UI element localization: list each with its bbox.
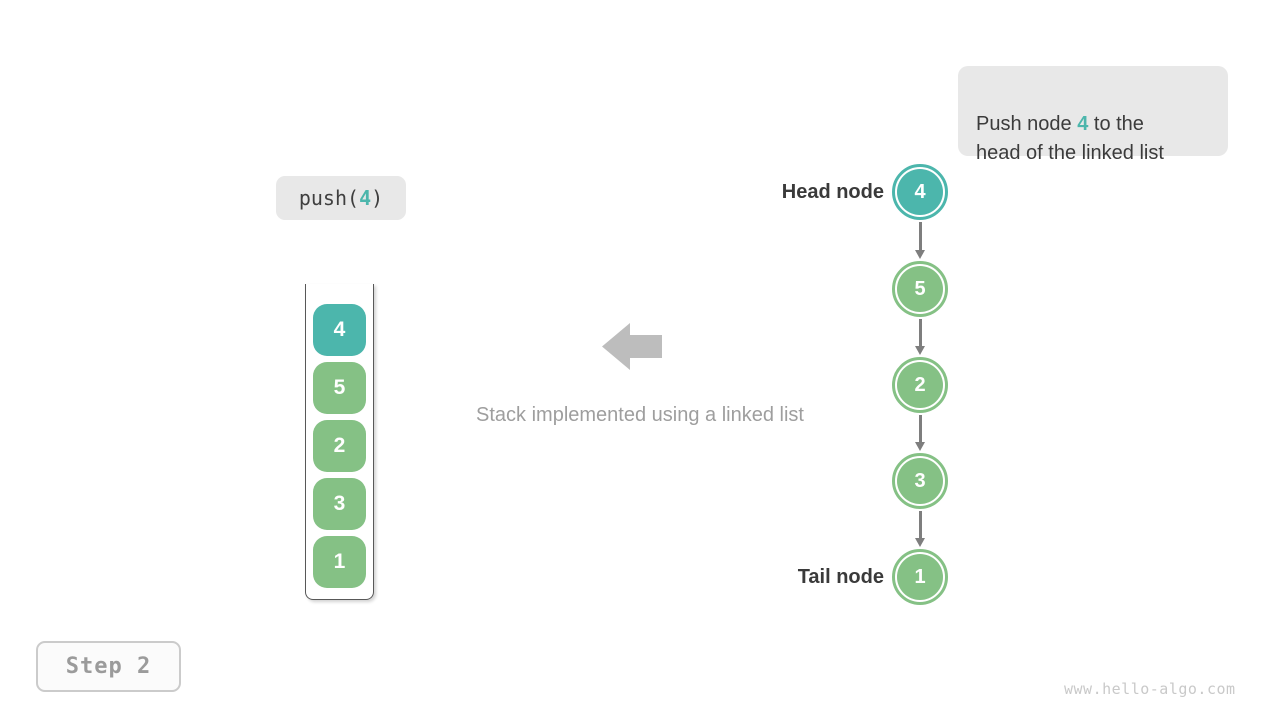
list-node-value: 1 [897,554,943,600]
list-node-value: 5 [897,266,943,312]
code-text-after: ) [371,186,384,210]
callout-box: Push node 4 to the head of the linked li… [958,66,1228,164]
list-node: 4 [892,164,948,220]
arrow-line [918,511,922,538]
arrow-down-icon [915,511,926,547]
push-operation-box: push(4) [276,176,406,220]
list-node-value: 2 [897,362,943,408]
arrow-head [915,250,925,259]
list-node: 1 [892,549,948,605]
caption-text: Stack implemented using a linked list [476,404,804,426]
stack-node: 5 [313,362,366,414]
callout-text-after: to the head of the linked list [976,113,1164,164]
code-text-before: push( [298,186,360,210]
linked-list: 4 5 2 3 1 [892,164,948,634]
stack-container: 4 5 2 3 1 [305,284,374,600]
arrow-head [915,538,925,547]
code-highlighted-value: 4 [359,186,372,210]
tail-node-label: Tail node [797,566,884,588]
arrow-down-icon [915,319,926,355]
arrow-head [915,346,925,355]
head-node-label: Head node [781,181,884,203]
list-node: 5 [892,261,948,317]
arrow-line [918,222,922,250]
watermark: www.hello-algo.com [1064,680,1236,698]
arrow-down-icon [915,222,926,259]
arrow-head [915,442,925,451]
list-node-value: 3 [897,458,943,504]
callout-highlighted-value: 4 [1077,113,1089,135]
list-node-value: 4 [897,169,943,215]
stack-node: 1 [313,536,366,588]
stack-node: 2 [313,420,366,472]
step-badge: Step 2 [36,641,181,692]
list-node: 2 [892,357,948,413]
callout-text-before: Push node [976,113,1078,135]
arrow-down-icon [915,415,926,451]
left-arrow-icon [602,323,662,370]
arrow-line [918,319,922,346]
arrow-line [918,415,922,442]
stack-node: 3 [313,478,366,530]
step-label: Step 2 [65,654,152,679]
list-node: 3 [892,453,948,509]
stack-node: 4 [313,304,366,356]
